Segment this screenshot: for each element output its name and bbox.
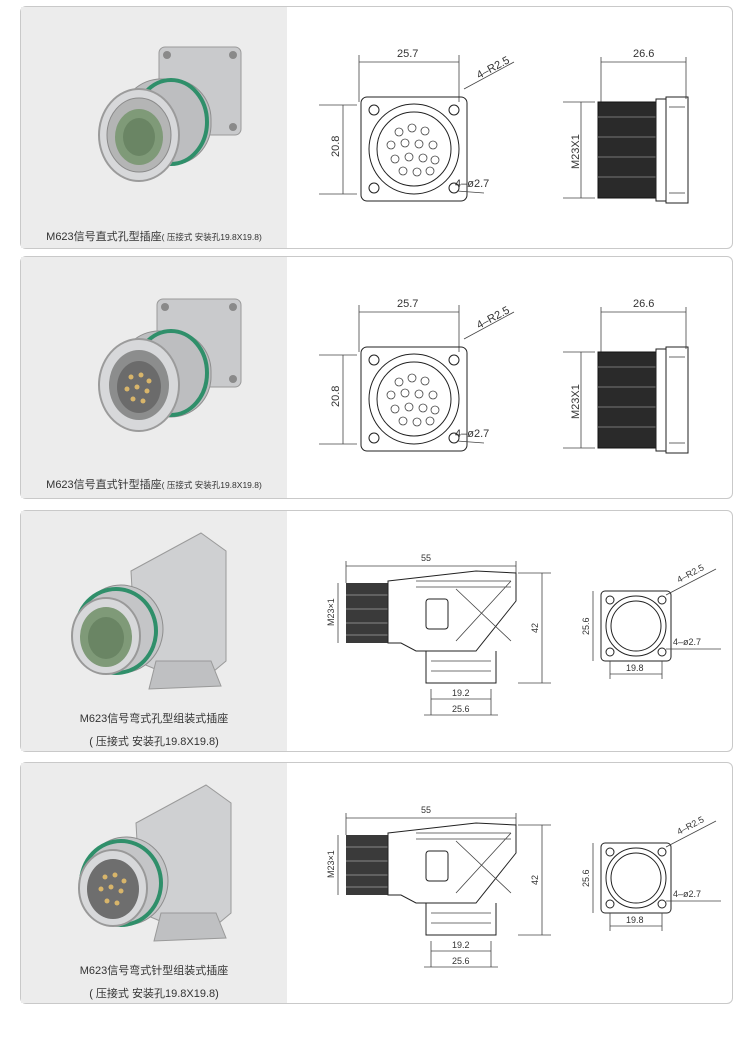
dim-base1: 19.2 (452, 940, 470, 950)
dim-holes: 4–ø2.7 (455, 428, 489, 440)
flange-view-drawing-4: 4–R2.5 4–ø2.7 19.8 25.6 (581, 814, 721, 931)
dim-radius: 4–R2.5 (675, 562, 705, 584)
product-title-4: M623信号弯式针型组装式插座 (79, 965, 229, 977)
dim-width: 25.7 (397, 48, 418, 60)
dim-height: 20.8 (330, 136, 342, 157)
dim-height: 42 (530, 875, 540, 885)
dim-width: 25.7 (397, 298, 418, 310)
product-spec: ( 压接式 安装孔19.8X19.8) (161, 232, 262, 242)
dim-length: 55 (421, 553, 431, 563)
product-photo-1: M623信号直式孔型插座( 压接式 安装孔19.8X19.8) (21, 7, 287, 248)
front-view-drawing-2: 25.7 4–R2.5 20.8 4–ø2.7 (319, 298, 515, 452)
dim-height: 42 (530, 623, 540, 633)
dim-thread: M23X1 (570, 134, 582, 169)
dim-holes: 4–ø2.7 (673, 889, 701, 899)
product-spec-3: ( 压接式 安装孔19.8X19.8) (89, 736, 219, 748)
product-title-2: M623信号直式针型插座( 压接式 安装孔19.8X19.8) (21, 476, 287, 492)
angled-socket-female-image (71, 532, 227, 690)
product-title-1: M623信号直式孔型插座( 压接式 安装孔19.8X19.8) (21, 228, 287, 244)
dim-length: 55 (421, 805, 431, 815)
angled-socket-male-image (78, 784, 232, 942)
side-view-drawing-3: 55 M23×1 42 19.2 25.6 (326, 553, 551, 716)
side-view-drawing-4: 55 M23×1 42 19.2 25.6 (326, 805, 551, 968)
dim-thread: M23×1 (326, 850, 336, 878)
side-view-drawing-2: 26.6 M23X1 (563, 298, 689, 454)
product-photo-3: M623信号弯式孔型组装式插座 ( 压接式 安装孔19.8X19.8) (21, 511, 287, 751)
flange-view-drawing-3: 4–R2.5 4–ø2.7 19.8 25.6 (581, 562, 721, 679)
product-spec-4: ( 压接式 安装孔19.8X19.8) (89, 988, 219, 1000)
dim-base2: 25.6 (452, 704, 470, 714)
product-card-1: M623信号直式孔型插座( 压接式 安装孔19.8X19.8) 25.7 4–R… (20, 6, 733, 249)
dim-side: 25.6 (581, 617, 591, 635)
product-photo-2: M623信号直式针型插座( 压接式 安装孔19.8X19.8) (21, 257, 287, 498)
product-photo-4: M623信号弯式针型组装式插座 ( 压接式 安装孔19.8X19.8) (21, 763, 287, 1003)
dim-holes: 4–ø2.7 (455, 178, 489, 190)
dim-holes: 4–ø2.7 (673, 637, 701, 647)
product-card-2: M623信号直式针型插座( 压接式 安装孔19.8X19.8) 25.7 4–R… (20, 256, 733, 499)
product-card-3: M623信号弯式孔型组装式插座 ( 压接式 安装孔19.8X19.8) 55 M… (20, 510, 733, 752)
dim-side: 25.6 (581, 869, 591, 887)
side-view-drawing-1: 26.6 M23X1 (563, 48, 689, 204)
product-title-3: M623信号弯式孔型组装式插座 (79, 713, 229, 725)
dim-thread: M23X1 (570, 384, 582, 419)
dim-height: 20.8 (330, 386, 342, 407)
dim-base2: 25.6 (452, 956, 470, 966)
dim-length: 26.6 (633, 298, 654, 310)
dim-radius: 4–R2.5 (475, 54, 512, 81)
dim-thread: M23×1 (326, 598, 336, 626)
dim-pitch: 19.8 (626, 915, 644, 925)
dim-radius: 4–R2.5 (675, 814, 705, 836)
product-card-4: M623信号弯式针型组装式插座 ( 压接式 安装孔19.8X19.8) 55 M… (20, 762, 733, 1004)
product-name: M623信号直式孔型插座 (46, 231, 162, 243)
product-name: M623信号直式针型插座 (46, 479, 162, 491)
front-view-drawing-1: 25.7 4–R2.5 20.8 4–ø2.7 (319, 48, 515, 202)
dim-length: 26.6 (633, 48, 654, 60)
dim-radius: 4–R2.5 (475, 304, 512, 331)
dim-base1: 19.2 (452, 688, 470, 698)
straight-socket-female-image (98, 46, 242, 182)
product-spec: ( 压接式 安装孔19.8X19.8) (161, 480, 262, 490)
straight-socket-male-image (98, 298, 242, 432)
dim-pitch: 19.8 (626, 663, 644, 673)
